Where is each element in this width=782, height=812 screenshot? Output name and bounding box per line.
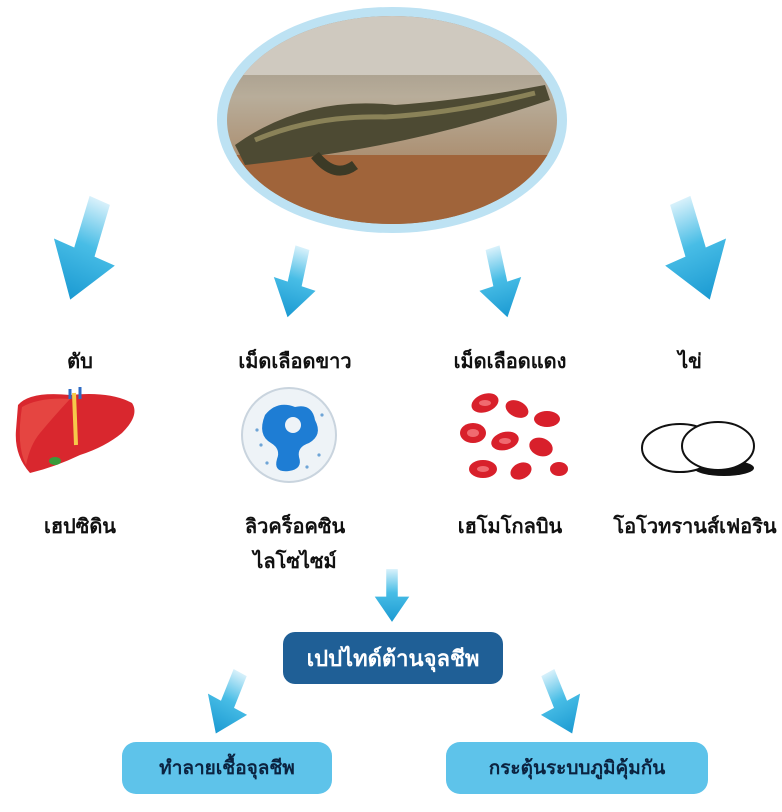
stimulate-immunity-label: กระตุ้นระบบภูมิคุ้มกัน: [488, 757, 666, 779]
molecule-ovotransferrin: โอโวทรานส์เฟอริน: [613, 514, 777, 538]
antimicrobial-peptide-box: เปปไทด์ต้านจุลชีพ: [283, 632, 503, 684]
molecule-hemoglobin: เฮโมโกลบิน: [457, 514, 563, 538]
arrow-to-white-blood-cell: [265, 245, 325, 320]
arrow-to-destroy-microbes: [198, 668, 258, 738]
eggs-icon: [640, 410, 760, 480]
red-blood-cells-icon: [455, 385, 570, 485]
arrow-to-peptide: [368, 568, 416, 623]
stimulate-immunity-box: กระตุ้นระบบภูมิคุ้มกัน: [446, 742, 708, 794]
category-white-blood-cell: เม็ดเลือดขาว: [238, 349, 352, 373]
category-liver: ตับ: [67, 349, 93, 373]
molecule-hepcidin: เฮปซิดิน: [44, 514, 116, 538]
molecule-leucrocin: ลิวคร็อคซิน: [244, 514, 346, 538]
destroy-microbes-box: ทำลายเชื้อจุลชีพ: [122, 742, 332, 794]
arrow-to-red-blood-cell: [470, 245, 530, 320]
category-egg: ไข่: [678, 349, 702, 373]
arrow-to-egg: [650, 195, 740, 305]
crocodile-photo: [215, 5, 570, 235]
white-blood-cell-icon: [237, 385, 342, 485]
liver-icon: [10, 385, 140, 480]
arrow-to-stimulate-immunity: [530, 668, 590, 738]
molecule-lysozyme: ไลโซไซม์: [253, 549, 337, 573]
destroy-microbes-label: ทำลายเชื้อจุลชีพ: [159, 757, 295, 779]
category-red-blood-cell: เม็ดเลือดแดง: [453, 349, 567, 373]
antimicrobial-peptide-label: เปปไทด์ต้านจุลชีพ: [306, 646, 480, 672]
arrow-to-liver: [40, 195, 130, 305]
